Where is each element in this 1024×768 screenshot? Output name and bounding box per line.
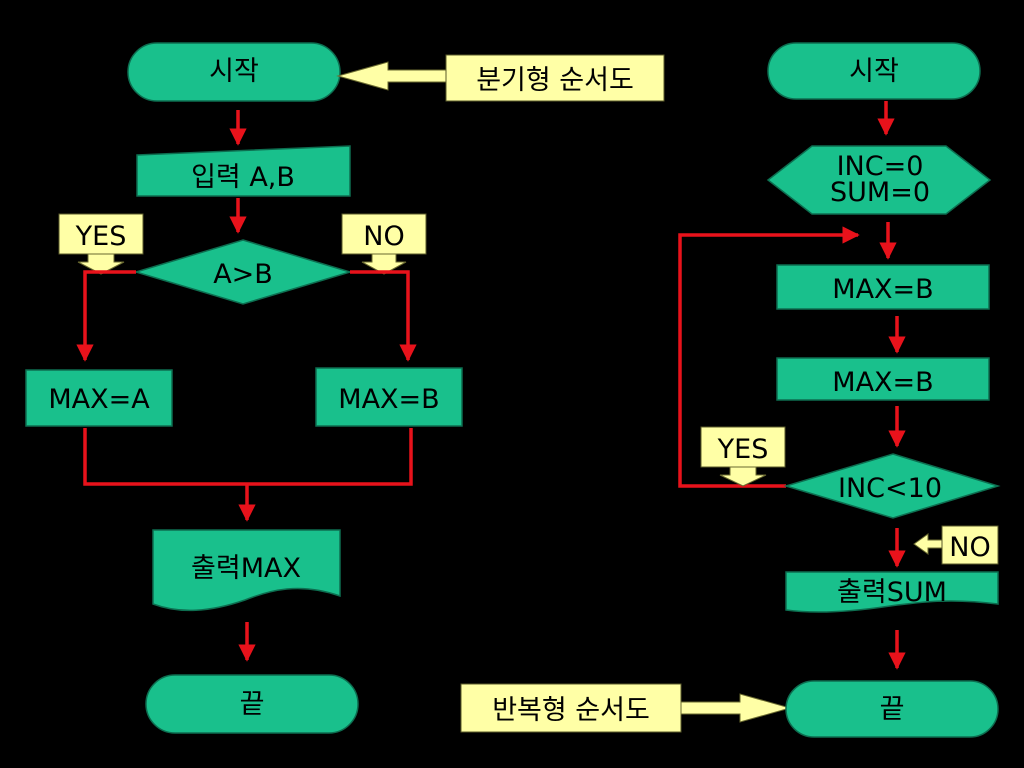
right-start-node: 시작: [767, 42, 981, 100]
left-no-tag: NO: [363, 221, 404, 252]
right-step2-node: MAX=B: [776, 357, 990, 401]
right-step2-label: MAX=B: [832, 367, 933, 398]
right-step1-node: MAX=B: [776, 264, 990, 310]
right-no-arrow: [913, 533, 943, 555]
left-decision-label: A>B: [213, 259, 273, 290]
loop-flowchart: 시작 INC=0 SUM=0 MAX=B MAX=B YES: [460, 42, 1001, 738]
right-end-label: 끝: [880, 694, 905, 725]
left-no-callout: NO: [341, 213, 427, 275]
left-output-node: 출력MAX: [152, 529, 341, 612]
left-max-a-label: MAX=A: [48, 384, 150, 415]
right-decision-label: INC<10: [838, 473, 942, 504]
left-no-arrow: [361, 253, 407, 275]
right-title-callout: 반복형 순서도: [460, 683, 792, 733]
right-output-node: 출력SUM: [785, 571, 999, 613]
left-title-tag: 분기형 순서도: [476, 65, 634, 96]
left-output-label: 출력MAX: [191, 553, 301, 584]
left-yes-callout: YES: [58, 213, 144, 275]
right-step1-label: MAX=B: [832, 274, 933, 305]
right-yes-arrow: [719, 466, 767, 487]
left-arrow-yes-branch: [76, 270, 136, 362]
left-title-callout: 분기형 순서도: [336, 54, 665, 102]
left-start-label: 시작: [209, 56, 259, 87]
right-no-callout: NO: [913, 525, 999, 565]
right-init-line2: SUM=0: [830, 177, 930, 208]
right-init-node: INC=0 SUM=0: [766, 145, 992, 215]
left-merge-line: [83, 428, 413, 486]
right-decision-node: INC<10: [783, 453, 1001, 519]
right-output-label: 출력SUM: [837, 577, 947, 608]
right-loop-back-arrow: [678, 226, 860, 488]
left-yes-arrow: [77, 253, 125, 275]
right-title-tag: 반복형 순서도: [492, 695, 650, 726]
left-decision-node: A>B: [133, 239, 353, 305]
left-yes-tag: YES: [75, 221, 127, 252]
right-yes-callout: YES: [700, 426, 786, 487]
left-arrow-no-branch: [350, 270, 417, 362]
left-start-node: 시작: [127, 42, 341, 102]
left-title-arrow: [336, 61, 447, 91]
left-input-label: 입력 A,B: [191, 162, 295, 193]
right-no-tag: NO: [949, 532, 990, 563]
right-end-node: 끝: [785, 680, 999, 738]
right-init-line1: INC=0: [837, 151, 924, 182]
branch-flowchart: 시작 분기형 순서도 입력 A,B YES NO: [25, 42, 665, 734]
left-end-label: 끝: [240, 689, 265, 720]
left-input-node: 입력 A,B: [136, 145, 351, 197]
left-max-b-node: MAX=B: [315, 367, 463, 427]
left-end-node: 끝: [145, 674, 359, 734]
left-max-b-label: MAX=B: [338, 384, 439, 415]
left-max-a-node: MAX=A: [25, 369, 173, 427]
right-start-label: 시작: [849, 56, 899, 87]
right-title-arrow: [680, 693, 792, 723]
right-yes-tag: YES: [717, 434, 769, 465]
